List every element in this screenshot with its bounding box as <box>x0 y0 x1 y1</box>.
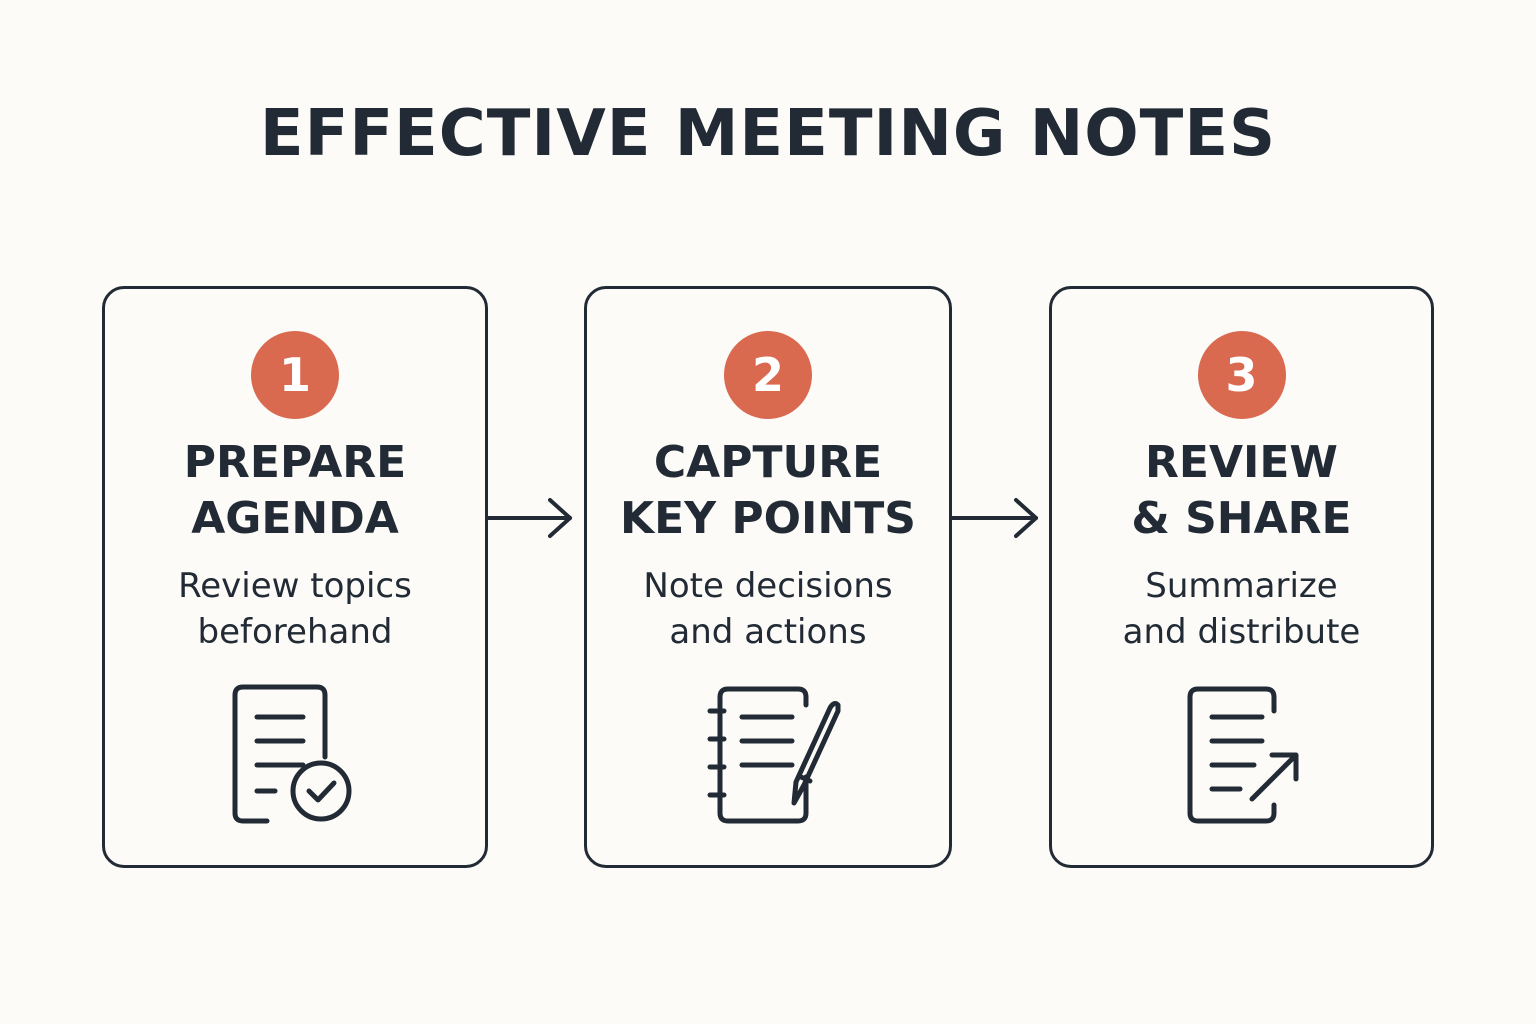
step-number-badge: 1 <box>251 331 339 419</box>
step-number-badge: 3 <box>1197 331 1286 419</box>
document-check-icon <box>215 681 375 841</box>
step-title-line: & SHARE <box>1131 493 1352 544</box>
step-title-line: KEY POINTS <box>620 493 916 544</box>
step-description-line: Note decisions <box>643 566 893 606</box>
step-title: CAPTURE KEY POINTS <box>587 435 949 547</box>
step-description: Note decisions and actions <box>587 563 949 655</box>
step-description: Summarize and distribute <box>1052 563 1431 655</box>
step-card-review-share: 3 REVIEW & SHARE Summarize and distribut… <box>1049 286 1434 868</box>
step-title: PREPARE AGENDA <box>105 435 485 547</box>
step-title-line: REVIEW <box>1145 437 1338 488</box>
page-title: EFFECTIVE MEETING NOTES <box>259 97 1277 171</box>
document-share-icon <box>1162 681 1322 841</box>
step-description-line: Review topics <box>178 566 412 606</box>
step-description-line: beforehand <box>197 612 393 652</box>
step-title-line: CAPTURE <box>653 437 883 488</box>
step-description-line: and actions <box>669 612 867 652</box>
step-title-line: PREPARE <box>183 437 407 488</box>
step-card-capture-key-points: 2 CAPTURE KEY POINTS Note decisions and … <box>584 286 952 868</box>
step-title: REVIEW & SHARE <box>1052 435 1431 547</box>
step-description-line: and distribute <box>1122 612 1361 652</box>
step-description-line: Summarize <box>1145 566 1338 606</box>
step-description: Review topics beforehand <box>105 563 485 655</box>
step-card-prepare-agenda: 1 PREPARE AGENDA Review topics beforehan… <box>102 286 488 868</box>
step-title-line: AGENDA <box>191 493 399 544</box>
notebook-pen-icon <box>688 681 848 841</box>
flow-arrow <box>488 496 576 540</box>
step-number-badge: 2 <box>724 331 812 419</box>
flow-arrow <box>952 496 1042 540</box>
